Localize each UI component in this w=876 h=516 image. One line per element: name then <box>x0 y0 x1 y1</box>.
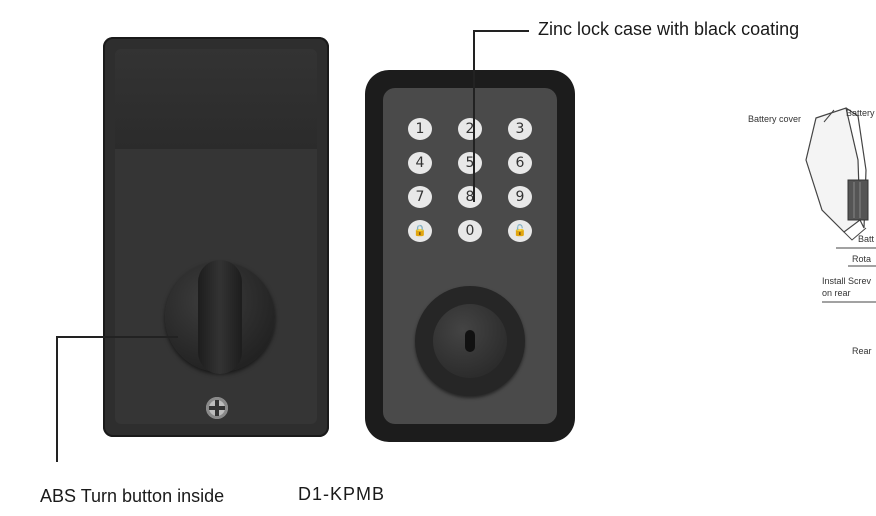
callout-line-vertical-bottom <box>56 336 58 462</box>
label-rota: Rota <box>852 254 872 264</box>
lock-icon: 🔒 <box>408 220 432 242</box>
key-5: 5 <box>458 152 482 174</box>
key-0: 0 <box>458 220 482 242</box>
key-1: 1 <box>408 118 432 140</box>
callout-line-horizontal-top <box>473 30 529 32</box>
callout-zinc-case: Zinc lock case with black coating <box>538 19 800 39</box>
key-8: 8 <box>458 186 482 208</box>
battery-diagram-drawing <box>805 107 876 363</box>
interior-top-panel <box>115 49 317 149</box>
key-4: 4 <box>408 152 432 174</box>
turn-button <box>165 260 275 374</box>
keypad-unit: 1 2 3 4 5 6 7 8 9 🔒 0 🔓 <box>365 70 575 442</box>
screw-icon <box>206 397 228 419</box>
key-cylinder <box>433 304 507 378</box>
key-9: 9 <box>508 186 532 208</box>
key-6: 6 <box>508 152 532 174</box>
keyhole-icon <box>465 330 475 352</box>
key-2: 2 <box>458 118 482 140</box>
interior-unit <box>103 37 329 437</box>
label-rear: Rear <box>852 346 872 356</box>
unlock-icon: 🔓 <box>508 220 532 242</box>
label-install-screw: Install Screv <box>822 276 872 286</box>
battery-diagram: Battery cover Battery Batt Rota Install … <box>748 100 876 363</box>
model-number: D1-KPMB <box>298 484 386 504</box>
label-batt: Batt <box>858 234 875 244</box>
key-3: 3 <box>508 118 532 140</box>
keypad-face: 1 2 3 4 5 6 7 8 9 🔒 0 🔓 <box>383 88 557 424</box>
label-battery-cover: Battery cover <box>748 114 802 124</box>
callout-line-vertical-top <box>473 30 475 202</box>
callout-abs-turn: ABS Turn button inside <box>40 486 225 506</box>
turn-button-grip <box>198 260 242 374</box>
label-on-rear: on rear <box>822 288 851 298</box>
deadbolt-ring <box>415 286 525 396</box>
key-7: 7 <box>408 186 432 208</box>
label-battery: Battery <box>846 108 875 118</box>
callout-line-horizontal-bottom <box>56 336 178 338</box>
